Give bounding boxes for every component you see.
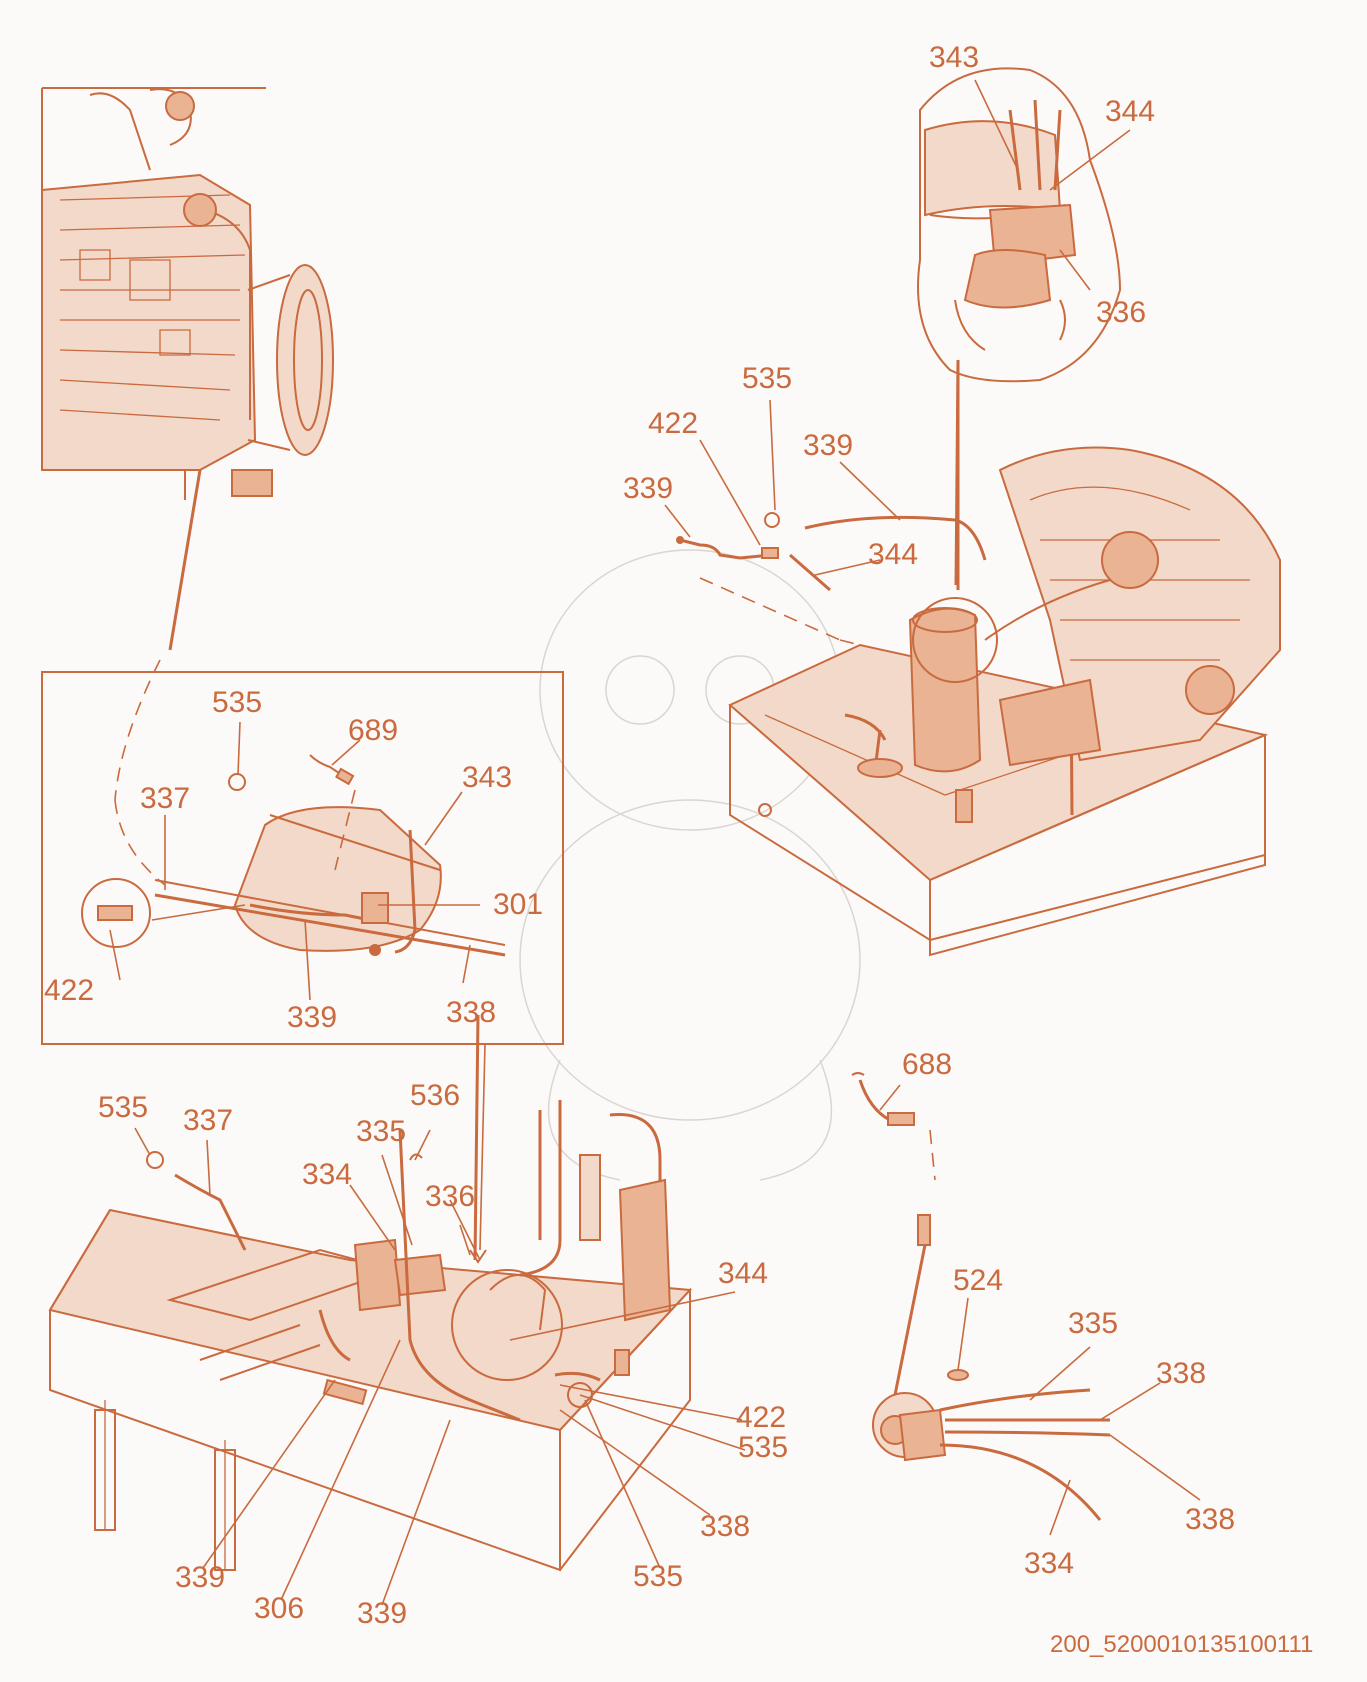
- callout-344-bl: 344: [718, 1257, 768, 1290]
- callout-535-inset: 535: [212, 686, 262, 719]
- callout-338-inset: 338: [446, 996, 496, 1029]
- callout-337-bl: 337: [183, 1104, 233, 1137]
- callout-338-bl: 338: [700, 1510, 750, 1543]
- callout-336-top: 336: [1096, 296, 1146, 329]
- engine-detail-panel: [41, 87, 334, 801]
- callout-535-bl-b: 535: [738, 1431, 788, 1464]
- callout-689: 689: [348, 714, 398, 747]
- callout-344-tr: 344: [868, 538, 918, 571]
- callout-labels: 343 344 336 535 422 339 339 344 535 689 …: [44, 41, 1313, 1658]
- callout-524: 524: [953, 1264, 1003, 1297]
- callout-leaders: [109, 79, 1201, 1606]
- callout-338-br-a: 338: [1156, 1357, 1206, 1390]
- callout-339-inset: 339: [287, 1001, 337, 1034]
- callout-422-bl: 422: [736, 1401, 786, 1434]
- drawing-id: 200_5200010135100111: [1050, 1631, 1313, 1658]
- callout-334-bl: 334: [302, 1158, 352, 1191]
- callout-337-inset: 337: [140, 782, 190, 815]
- callout-344-top: 344: [1105, 95, 1155, 128]
- inset-detail-box: [41, 671, 564, 1045]
- tank-assembly-bottom: [48, 1014, 693, 1572]
- callout-535-bl: 535: [98, 1091, 148, 1124]
- callout-335-br: 335: [1068, 1307, 1118, 1340]
- callout-335-bl: 335: [356, 1115, 406, 1148]
- callout-306: 306: [254, 1592, 304, 1625]
- callout-343-top: 343: [929, 41, 979, 74]
- callout-339-tr-b: 339: [623, 472, 673, 505]
- callout-343-inset: 343: [462, 761, 512, 794]
- callout-422-inset: 422: [44, 974, 94, 1007]
- callout-536: 536: [410, 1079, 460, 1112]
- callout-535-tr: 535: [742, 362, 792, 395]
- pipe-closeup-detail: [917, 67, 1122, 590]
- callout-301: 301: [493, 888, 543, 921]
- callout-339-tr-a: 339: [803, 429, 853, 462]
- callout-535-bl-c: 535: [633, 1560, 683, 1593]
- tank-assembly-right: [728, 446, 1281, 957]
- callout-688: 688: [902, 1048, 952, 1081]
- callout-338-br-b: 338: [1185, 1503, 1235, 1536]
- callout-339-bl-a: 339: [175, 1561, 225, 1594]
- callout-334-br: 334: [1024, 1547, 1074, 1580]
- callout-422-tr: 422: [648, 407, 698, 440]
- sender-unit-bottom-right: [851, 1072, 1111, 1521]
- callout-336-bl: 336: [425, 1180, 475, 1213]
- view-connector-lines: [449, 359, 960, 1261]
- callout-339-bl-b: 339: [357, 1597, 407, 1630]
